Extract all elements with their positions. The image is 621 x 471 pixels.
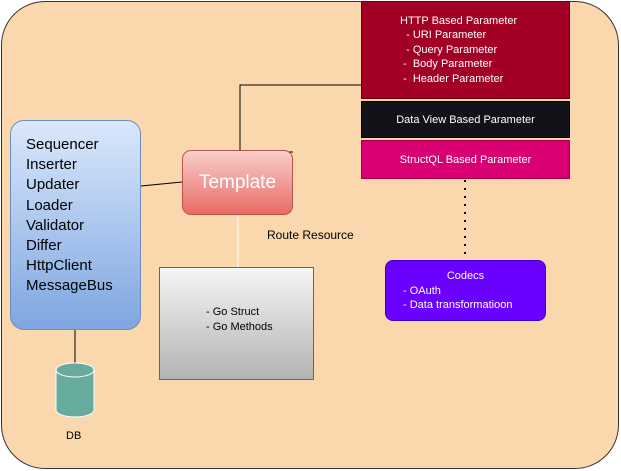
http-parameter-item: - Body Parameter — [400, 58, 493, 71]
dataview-parameter-label: Data View Based Parameter — [396, 113, 535, 126]
codec-item: - OAuth — [403, 284, 441, 297]
http-parameter-item: - Query Parameter — [400, 43, 498, 56]
component-label: MessageBus — [26, 277, 113, 295]
template-parameters-connector — [239, 84, 361, 153]
component-label: HttpClient — [26, 257, 92, 275]
go-line: - Go Methods — [206, 320, 273, 333]
go-code-box: - Go Struct - Go Methods — [159, 267, 314, 380]
codec-item: - Data transformatioon — [403, 299, 513, 311]
template-node: Template — [182, 150, 293, 215]
db-label: DB — [66, 430, 82, 442]
structql-parameter-box: StructQL Based Parameter — [361, 140, 570, 179]
dataview-parameter-box: Data View Based Parameter — [361, 101, 570, 138]
components-box: Sequencer Inserter Updater Loader Valida… — [10, 120, 141, 330]
components-template-connector — [140, 181, 183, 187]
component-label: Validator — [26, 216, 85, 234]
component-label: Inserter — [26, 156, 77, 174]
structql-parameter-label: StructQL Based Parameter — [399, 153, 532, 166]
http-parameter-box: HTTP Based Parameter - URI Parameter - Q… — [361, 1, 570, 99]
component-label: Loader — [26, 196, 73, 214]
http-parameter-item: - Header Parameter — [400, 72, 504, 85]
route-resource-label: Route Resource — [267, 228, 354, 242]
go-line: - Go Struct — [206, 306, 260, 318]
http-parameter-title: HTTP Based Parameter — [400, 15, 518, 27]
codecs-title: Codecs — [446, 270, 485, 282]
db-cylinder — [55, 362, 95, 418]
component-label: Updater — [26, 176, 80, 194]
component-label: Sequencer — [26, 136, 99, 153]
component-label: Differ — [26, 237, 62, 255]
template-label: Template — [198, 171, 277, 193]
codecs-box: Codecs - OAuth - Data transformatioon — [385, 260, 546, 321]
http-parameter-item: - URI Parameter — [400, 29, 487, 42]
